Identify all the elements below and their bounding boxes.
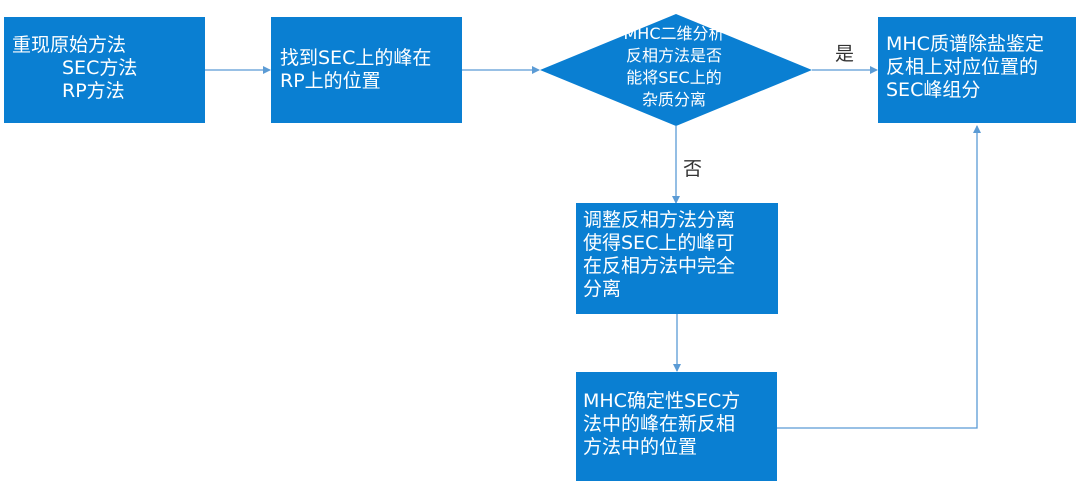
node-adjust-rp: 调整反相方法分离 使得SEC上的峰可 在反相方法中完全 分离: [576, 203, 778, 314]
node-reproduce-method: 重现原始方法 SEC方法 RP方法: [4, 17, 205, 123]
node-adjust-rp-line-1: 调整反相方法分离: [583, 209, 736, 231]
node-confirm-sec-line-2: 法中的峰在新反相: [583, 413, 736, 435]
node-find-peaks-line-2: RP上的位置: [280, 70, 381, 92]
edge-label-no: 否: [683, 158, 703, 180]
node-adjust-rp-line-4: 分离: [583, 278, 622, 300]
node-decision-line-1: MHC二维分析: [623, 24, 725, 43]
node-decision-line-4: 杂质分离: [641, 90, 706, 109]
node-confirm-sec: MHC确定性SEC方 法中的峰在新反相 方法中的位置: [576, 372, 777, 481]
node-decision-line-2: 反相方法是否: [625, 46, 722, 65]
decision-diamond: [540, 14, 812, 126]
edge-label-yes: 是: [835, 43, 855, 65]
node-confirm-sec-line-1: MHC确定性SEC方: [583, 390, 741, 412]
node-ms-identify-line-1: MHC质谱除盐鉴定: [886, 33, 1044, 55]
node-reproduce-line-2: SEC方法: [62, 57, 138, 79]
node-reproduce-line-1: 重现原始方法: [12, 34, 127, 56]
node-find-peaks: 找到SEC上的峰在 RP上的位置: [271, 17, 462, 123]
node-adjust-rp-line-3: 在反相方法中完全: [583, 255, 736, 277]
node-ms-identify-line-2: 反相上对应位置的: [886, 56, 1039, 78]
node-ms-identify-line-3: SEC峰组分: [886, 79, 981, 101]
node-decision-line-3: 能将SEC上的: [626, 68, 722, 87]
node-reproduce-line-3: RP方法: [62, 80, 125, 102]
node-adjust-rp-line-2: 使得SEC上的峰可: [583, 232, 735, 254]
node-ms-identify: MHC质谱除盐鉴定 反相上对应位置的 SEC峰组分: [878, 17, 1076, 123]
node-confirm-sec-line-3: 方法中的位置: [583, 436, 698, 458]
node-decision-text: MHC二维分析 反相方法是否 能将SEC上的 杂质分离: [600, 23, 748, 111]
node-find-peaks-line-1: 找到SEC上的峰在: [280, 47, 432, 69]
arrow-confirm-to-ms: [777, 125, 981, 429]
